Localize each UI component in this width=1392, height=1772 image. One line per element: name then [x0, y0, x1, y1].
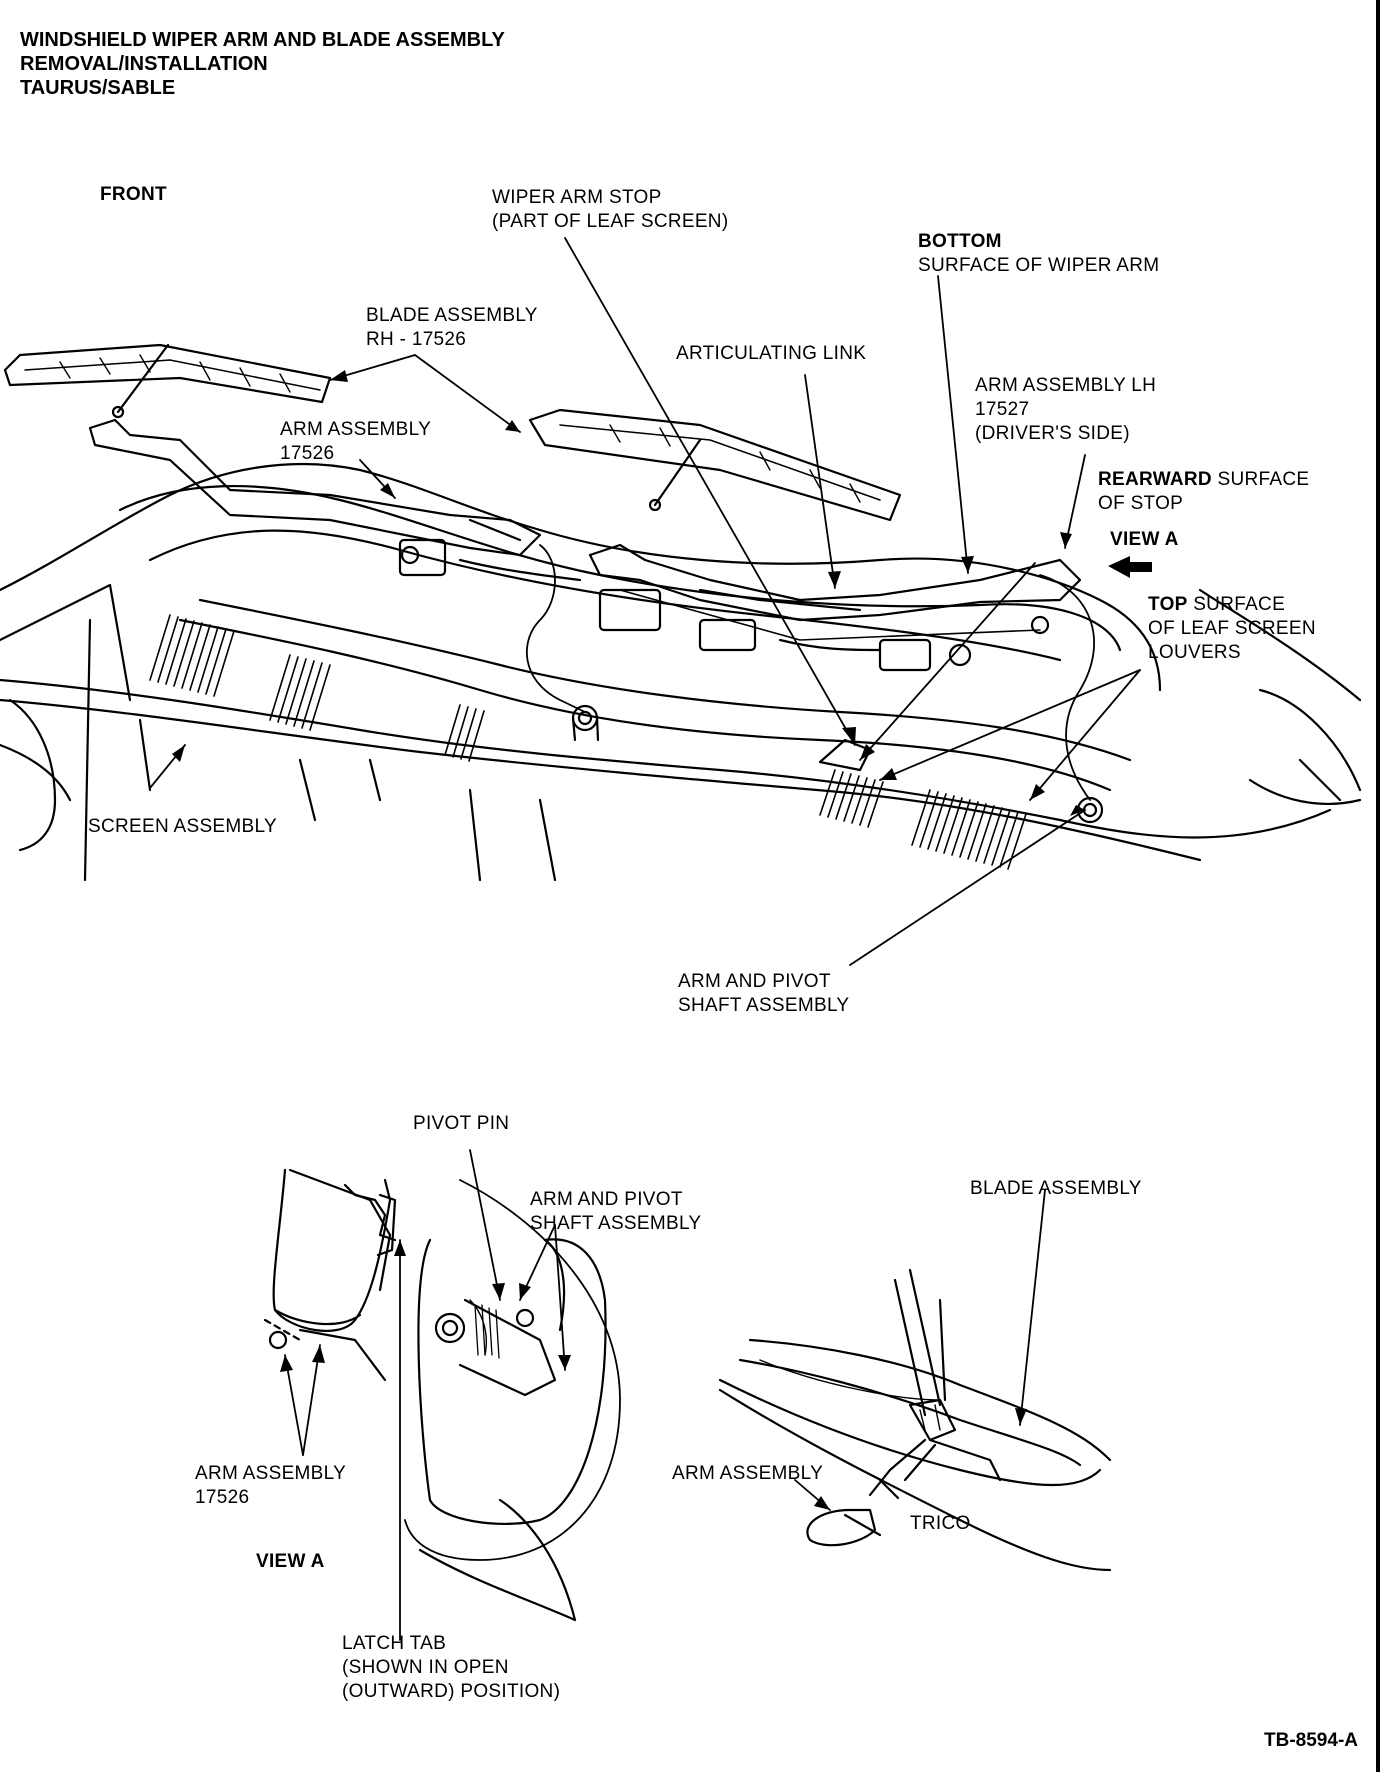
figure-id: TB-8594-A	[1264, 1730, 1358, 1751]
title-line-2: REMOVAL/INSTALLATION	[20, 53, 268, 75]
label-pivot-pin: PIVOT PIN	[413, 1113, 510, 1134]
title-line-3: TAURUS/SABLE	[20, 77, 176, 99]
label-arm-pivot-shaft-upper: ARM AND PIVOT SHAFT ASSEMBLY	[678, 971, 850, 1016]
page-border	[1376, 0, 1380, 1772]
pivot-shaft-left	[571, 704, 600, 742]
label-top-surface-louvers: TOP SURFACE OF LEAF SCREEN LOUVERS	[1148, 594, 1316, 663]
label-arm-assembly-lower: ARM ASSEMBLY 17526	[195, 1463, 347, 1508]
title-line-1: WINDSHIELD WIPER ARM AND BLADE ASSEMBLY	[20, 29, 505, 51]
label-arm-assembly-trico: ARM ASSEMBLY	[672, 1463, 824, 1484]
label-view-a-upper: VIEW A	[1110, 529, 1179, 550]
label-articulating-link: ARTICULATING LINK	[676, 343, 867, 364]
leaf-screen-louvers-left	[149, 614, 485, 762]
label-trico: TRICO	[910, 1513, 971, 1534]
view-a-detail	[263, 1149, 621, 1641]
label-rearward-surface: REARWARD SURFACE OF STOP	[1098, 469, 1310, 514]
label-screen-assembly: SCREEN ASSEMBLY	[88, 816, 277, 837]
label-view-a-lower: VIEW A	[256, 1551, 325, 1572]
upper-cowl-view	[0, 237, 1362, 966]
upper-leader-lines	[149, 237, 1141, 966]
label-front: FRONT	[100, 184, 167, 205]
label-arm-pivot-shaft-lower: ARM AND PIVOT SHAFT ASSEMBLY	[530, 1189, 702, 1234]
blade-detail-trico	[718, 1189, 1112, 1572]
blade-assembly-lh-drawing	[528, 408, 902, 522]
page-title: WINDSHIELD WIPER ARM AND BLADE ASSEMBLY …	[20, 28, 505, 100]
label-blade-assembly-lower: BLADE ASSEMBLY	[970, 1178, 1142, 1199]
arm-assembly-rh-drawing	[88, 418, 586, 713]
label-bottom-surface: BOTTOM SURFACE OF WIPER ARM	[918, 231, 1160, 276]
blade-assembly-rh-drawing	[3, 343, 332, 419]
label-arm-assembly-lh: ARM ASSEMBLY LH 17527 (DRIVER'S SIDE)	[975, 375, 1157, 444]
label-latch-tab: LATCH TAB (SHOWN IN OPEN (OUTWARD) POSIT…	[342, 1633, 561, 1702]
arm-assembly-lh-drawing	[588, 543, 1095, 801]
label-arm-assembly-17526: ARM ASSEMBLY 17526	[280, 419, 432, 464]
label-blade-assembly-rh: BLADE ASSEMBLY RH - 17526	[366, 305, 538, 350]
upper-arrowheads	[172, 370, 1152, 816]
label-wiper-arm-stop: WIPER ARM STOP (PART OF LEAF SCREEN)	[492, 187, 729, 232]
leaf-screen-louvers-right	[819, 769, 1027, 870]
